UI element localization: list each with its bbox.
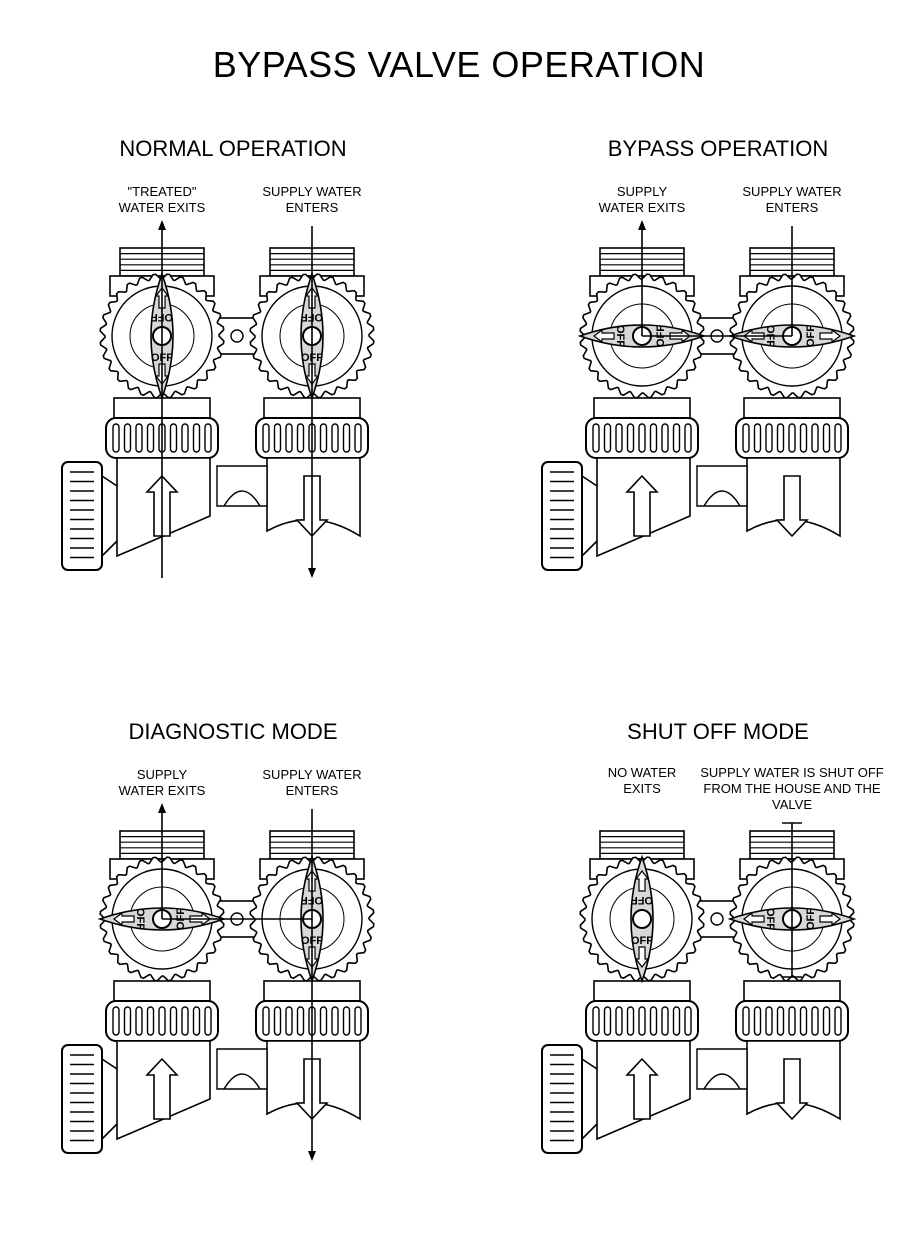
panel-title: BYPASS OPERATION — [607, 136, 829, 161]
left-flow-arrowhead-icon — [638, 220, 646, 230]
side-fitting — [541, 1044, 583, 1154]
left-lower-neck — [113, 980, 211, 1002]
left-flow-arrowhead-icon — [158, 803, 166, 813]
left-lower-neck — [593, 397, 691, 419]
center-block — [696, 1048, 748, 1090]
side-fitting-connector — [101, 1058, 118, 1140]
right-knob-off-label-bottom: OFF — [764, 908, 776, 930]
right-port-label: SUPPLY WATER ENTERS — [742, 184, 842, 215]
right-port-label: SUPPLY WATER ENTERS — [262, 184, 362, 215]
left-flow-arrow-icon — [145, 1057, 179, 1120]
left-port-label: NO WATER EXITS — [607, 765, 677, 796]
left-knob-off-label-bottom: OFF — [614, 325, 626, 347]
left-threaded-port — [599, 830, 685, 860]
panel-diag: DIAGNOSTIC MODE SUPPLY WATER EXITS SUPPLY … — [48, 719, 428, 1239]
left-flow-arrowhead-icon — [158, 220, 166, 230]
right-knob-up-arrow-icon — [819, 911, 841, 927]
valve-diagram: OFF OFF OFF OFF — [541, 822, 857, 1154]
center-screw — [230, 329, 244, 343]
side-fitting — [61, 461, 103, 571]
panel-bypass: BYPASS OPERATION SUPPLY WATER EXITS SUPPLY… — [528, 136, 908, 656]
center-block-arch — [703, 490, 741, 507]
right-union-nut — [735, 1000, 849, 1042]
right-port-label: SUPPLY WATER ENTERS — [262, 767, 362, 798]
right-union-nut — [735, 417, 849, 459]
panel-shut: SHUT OFF MODE NO WATER EXITS SUPPLY WATER … — [528, 719, 908, 1239]
right-knob-up-arrow-icon — [819, 328, 841, 344]
right-knob-off-label-top: OFF — [805, 325, 817, 347]
right-flow-arrow-icon — [775, 1058, 809, 1121]
left-flow-arrow-icon — [625, 474, 659, 537]
panel-title: DIAGNOSTIC MODE — [128, 719, 338, 744]
center-block — [216, 1048, 268, 1090]
side-fitting — [61, 1044, 103, 1154]
center-block-arch — [703, 1073, 741, 1090]
left-flow-arrow-icon — [625, 1057, 659, 1120]
left-knob-off-label-bottom: OFF — [631, 935, 653, 947]
center-block — [216, 465, 268, 507]
right-knob-off-label-top: OFF — [805, 908, 817, 930]
left-union-nut — [585, 1000, 699, 1042]
right-lower-neck — [743, 397, 841, 419]
left-port-label: SUPPLY WATER EXITS — [118, 767, 206, 798]
left-knob-down-arrow-icon — [593, 328, 615, 344]
panel-title: NORMAL OPERATION — [119, 136, 347, 161]
left-knob-handle: OFF OFF — [630, 854, 654, 984]
page-title: BYPASS VALVE OPERATION — [212, 44, 706, 85]
left-knob-up-arrow-icon — [634, 870, 650, 892]
left-knob-hub — [632, 909, 652, 929]
center-block — [696, 465, 748, 507]
left-knob-off-label-bottom: OFF — [134, 908, 146, 930]
right-flow-arrowhead-icon — [308, 1151, 316, 1161]
center-block-arch — [223, 490, 261, 507]
side-fitting-connector — [581, 475, 598, 557]
left-knob-off-label-top: OFF — [631, 894, 653, 906]
right-port-label: SUPPLY WATER IS SHUT OFF FROM THE HOUSE … — [700, 765, 884, 812]
center-block-arch — [223, 1073, 261, 1090]
left-knob-down-arrow-icon — [634, 946, 650, 968]
panel-normal: NORMAL OPERATION "TREATED" WATER EXITS SUP… — [48, 136, 428, 656]
side-fitting-connector — [581, 1058, 598, 1140]
left-knob-down-arrow-icon — [113, 911, 135, 927]
left-union-nut — [105, 1000, 219, 1042]
right-knob-down-arrow-icon — [743, 911, 765, 927]
left-port-label: "TREATED" WATER EXITS — [118, 184, 206, 215]
left-port-label: SUPPLY WATER EXITS — [598, 184, 686, 215]
side-fitting-connector — [101, 475, 118, 557]
left-union-nut — [585, 417, 699, 459]
right-lower-neck — [743, 980, 841, 1002]
center-screw — [710, 912, 724, 926]
right-flow-arrow-icon — [775, 475, 809, 538]
right-flow-arrowhead-icon — [308, 568, 316, 578]
left-lower-neck — [593, 980, 691, 1002]
side-fitting — [541, 461, 583, 571]
panel-title: SHUT OFF MODE — [627, 719, 809, 744]
